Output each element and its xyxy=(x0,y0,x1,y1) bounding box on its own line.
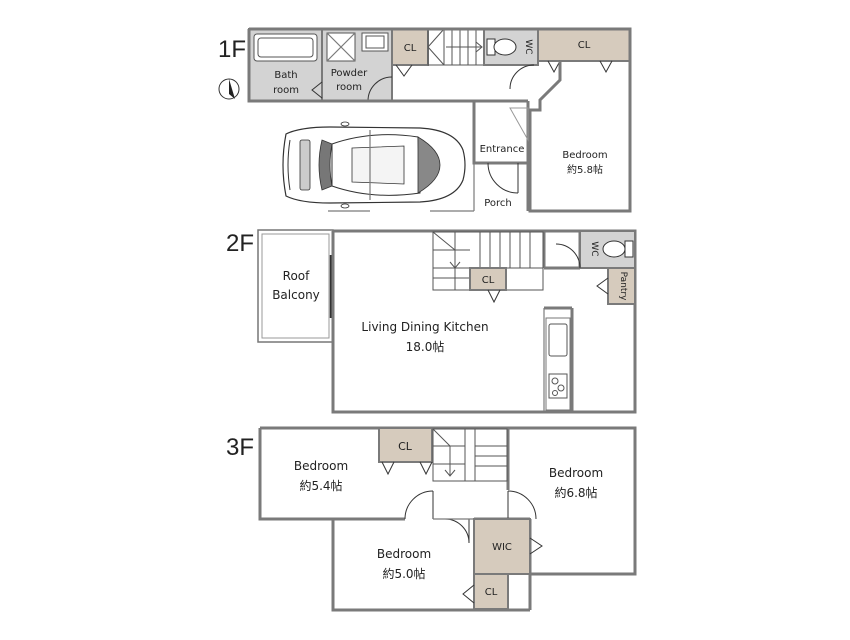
closet-3f-top-label: CL xyxy=(398,440,413,453)
bedroom-1f-size: 約5.8帖 xyxy=(567,163,603,176)
powder-room-label: Powder xyxy=(331,68,368,79)
bedroom-3f-c-size: 約5.0帖 xyxy=(382,566,425,581)
toilet-icon-2f xyxy=(602,240,634,258)
bedroom-3f-a-size: 約5.4帖 xyxy=(299,478,342,493)
pantry xyxy=(607,267,636,305)
bath-room-label: Bath xyxy=(274,70,297,81)
wall-2f-outer xyxy=(331,229,637,414)
stairs-2f xyxy=(432,231,544,291)
bedroom-3f-b-name: Bedroom xyxy=(549,466,603,480)
closet-3f-top xyxy=(378,427,433,463)
roof-balcony xyxy=(257,229,334,343)
ldk-size: 18.0帖 xyxy=(406,339,445,354)
closet-2f-label: CL xyxy=(482,275,495,286)
powder-room-label-2: room xyxy=(336,82,362,93)
floor-label-1f: 1F xyxy=(218,36,246,63)
bedroom-3f-c-name: Bedroom xyxy=(377,547,431,561)
wc-2f-label: WC xyxy=(589,241,599,256)
roof-balcony-label-2: Balcony xyxy=(272,288,320,302)
bath-room-label-2: room xyxy=(273,85,299,96)
bedroom-3f-b-size: 約6.8帖 xyxy=(554,485,597,500)
bedroom-3f-a-name: Bedroom xyxy=(294,459,348,473)
wc-1f-label: WC xyxy=(523,39,533,54)
kitchen-counter xyxy=(545,317,571,411)
toilet-icon xyxy=(486,38,517,56)
porch-label: Porch xyxy=(484,198,512,209)
pantry-label: Pantry xyxy=(618,272,628,301)
entrance-label: Entrance xyxy=(480,144,525,155)
closet-1f-b-label: CL xyxy=(578,40,591,51)
ldk-name: Living Dining Kitchen xyxy=(361,320,488,334)
closet-1f-b xyxy=(537,28,631,62)
bathtub-icon xyxy=(253,33,318,62)
stairs-3f xyxy=(432,428,508,482)
wall-1f-outer xyxy=(249,27,632,213)
sink-icon-kitchen xyxy=(548,323,568,357)
sink-icon xyxy=(361,32,389,52)
floor-label-3f: 3F xyxy=(226,434,254,461)
stove-icon xyxy=(548,373,568,399)
bedroom-1f-name: Bedroom xyxy=(562,150,607,161)
closet-3f-bottom-label: CL xyxy=(485,587,498,598)
floor-label-2f: 2F xyxy=(226,230,254,257)
compass-icon xyxy=(218,78,240,100)
wic-label: WIC xyxy=(492,542,512,553)
closet-1f-a-label: CL xyxy=(404,43,417,54)
closet-3f-bottom xyxy=(473,573,509,610)
stairs-1f xyxy=(427,28,485,66)
wall-3f-outer xyxy=(260,426,637,576)
roof-balcony-label: Roof xyxy=(283,269,310,283)
car-icon xyxy=(282,121,466,209)
